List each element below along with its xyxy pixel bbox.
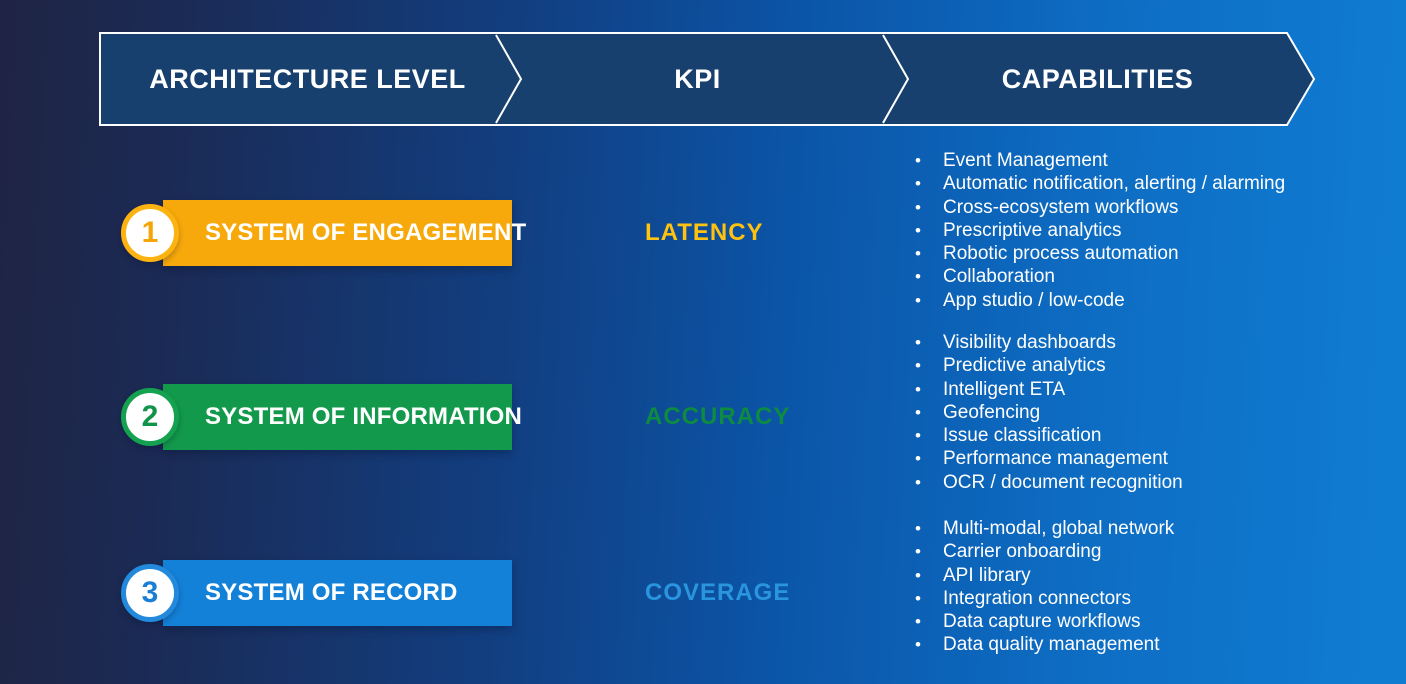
capability-item: Geofencing (912, 401, 1183, 425)
capabilities-list: Visibility dashboardsPredictive analytic… (912, 331, 1183, 494)
capability-item: Predictive analytics (912, 354, 1183, 378)
header-band-shape (99, 32, 1316, 126)
capability-item: Event Management (912, 149, 1285, 173)
chevron-separator-icon (882, 34, 910, 124)
capability-item: Issue classification (912, 424, 1183, 448)
step-number-badge: 1 (121, 204, 179, 262)
header-col-capabilities: CAPABILITIES (1001, 64, 1194, 94)
capability-item: Carrier onboarding (912, 540, 1174, 564)
kpi-label: ACCURACY (645, 403, 791, 430)
capability-item: Collaboration (912, 265, 1285, 289)
header-col-kpi: KPI (674, 64, 721, 94)
level-label: SYSTEM OF RECORD (205, 579, 458, 606)
header-col-architecture-level: ARCHITECTURE LEVEL (149, 64, 466, 94)
step-number-badge: 2 (121, 388, 179, 446)
capability-item: OCR / document recognition (912, 471, 1183, 495)
level-box: SYSTEM OF RECORD (163, 560, 512, 626)
capability-item: Robotic process automation (912, 242, 1285, 266)
capability-item: Intelligent ETA (912, 378, 1183, 402)
capabilities-list: Event ManagementAutomatic notification, … (912, 149, 1285, 312)
capability-item: Visibility dashboards (912, 331, 1183, 355)
header-banner (99, 32, 1316, 126)
capability-item: API library (912, 564, 1174, 588)
kpi-label: LATENCY (645, 219, 764, 246)
level-box: SYSTEM OF ENGAGEMENT (163, 200, 526, 266)
level-label: SYSTEM OF INFORMATION (205, 403, 523, 430)
capability-item: Data quality management (912, 633, 1174, 657)
level-box: SYSTEM OF INFORMATION (163, 384, 522, 450)
capability-item: Multi-modal, global network (912, 517, 1174, 541)
step-number-badge: 3 (121, 564, 179, 622)
capability-item: Data capture workflows (912, 610, 1174, 634)
kpi-label: COVERAGE (645, 579, 791, 606)
capability-item: Prescriptive analytics (912, 219, 1285, 243)
capability-item: Performance management (912, 447, 1183, 471)
capability-item: App studio / low-code (912, 289, 1285, 313)
level-label: SYSTEM OF ENGAGEMENT (205, 219, 527, 246)
capability-item: Automatic notification, alerting / alarm… (912, 172, 1285, 196)
capability-item: Integration connectors (912, 587, 1174, 611)
capabilities-list: Multi-modal, global networkCarrier onboa… (912, 517, 1174, 657)
chevron-separator-icon (495, 34, 523, 124)
capability-item: Cross-ecosystem workflows (912, 196, 1285, 220)
